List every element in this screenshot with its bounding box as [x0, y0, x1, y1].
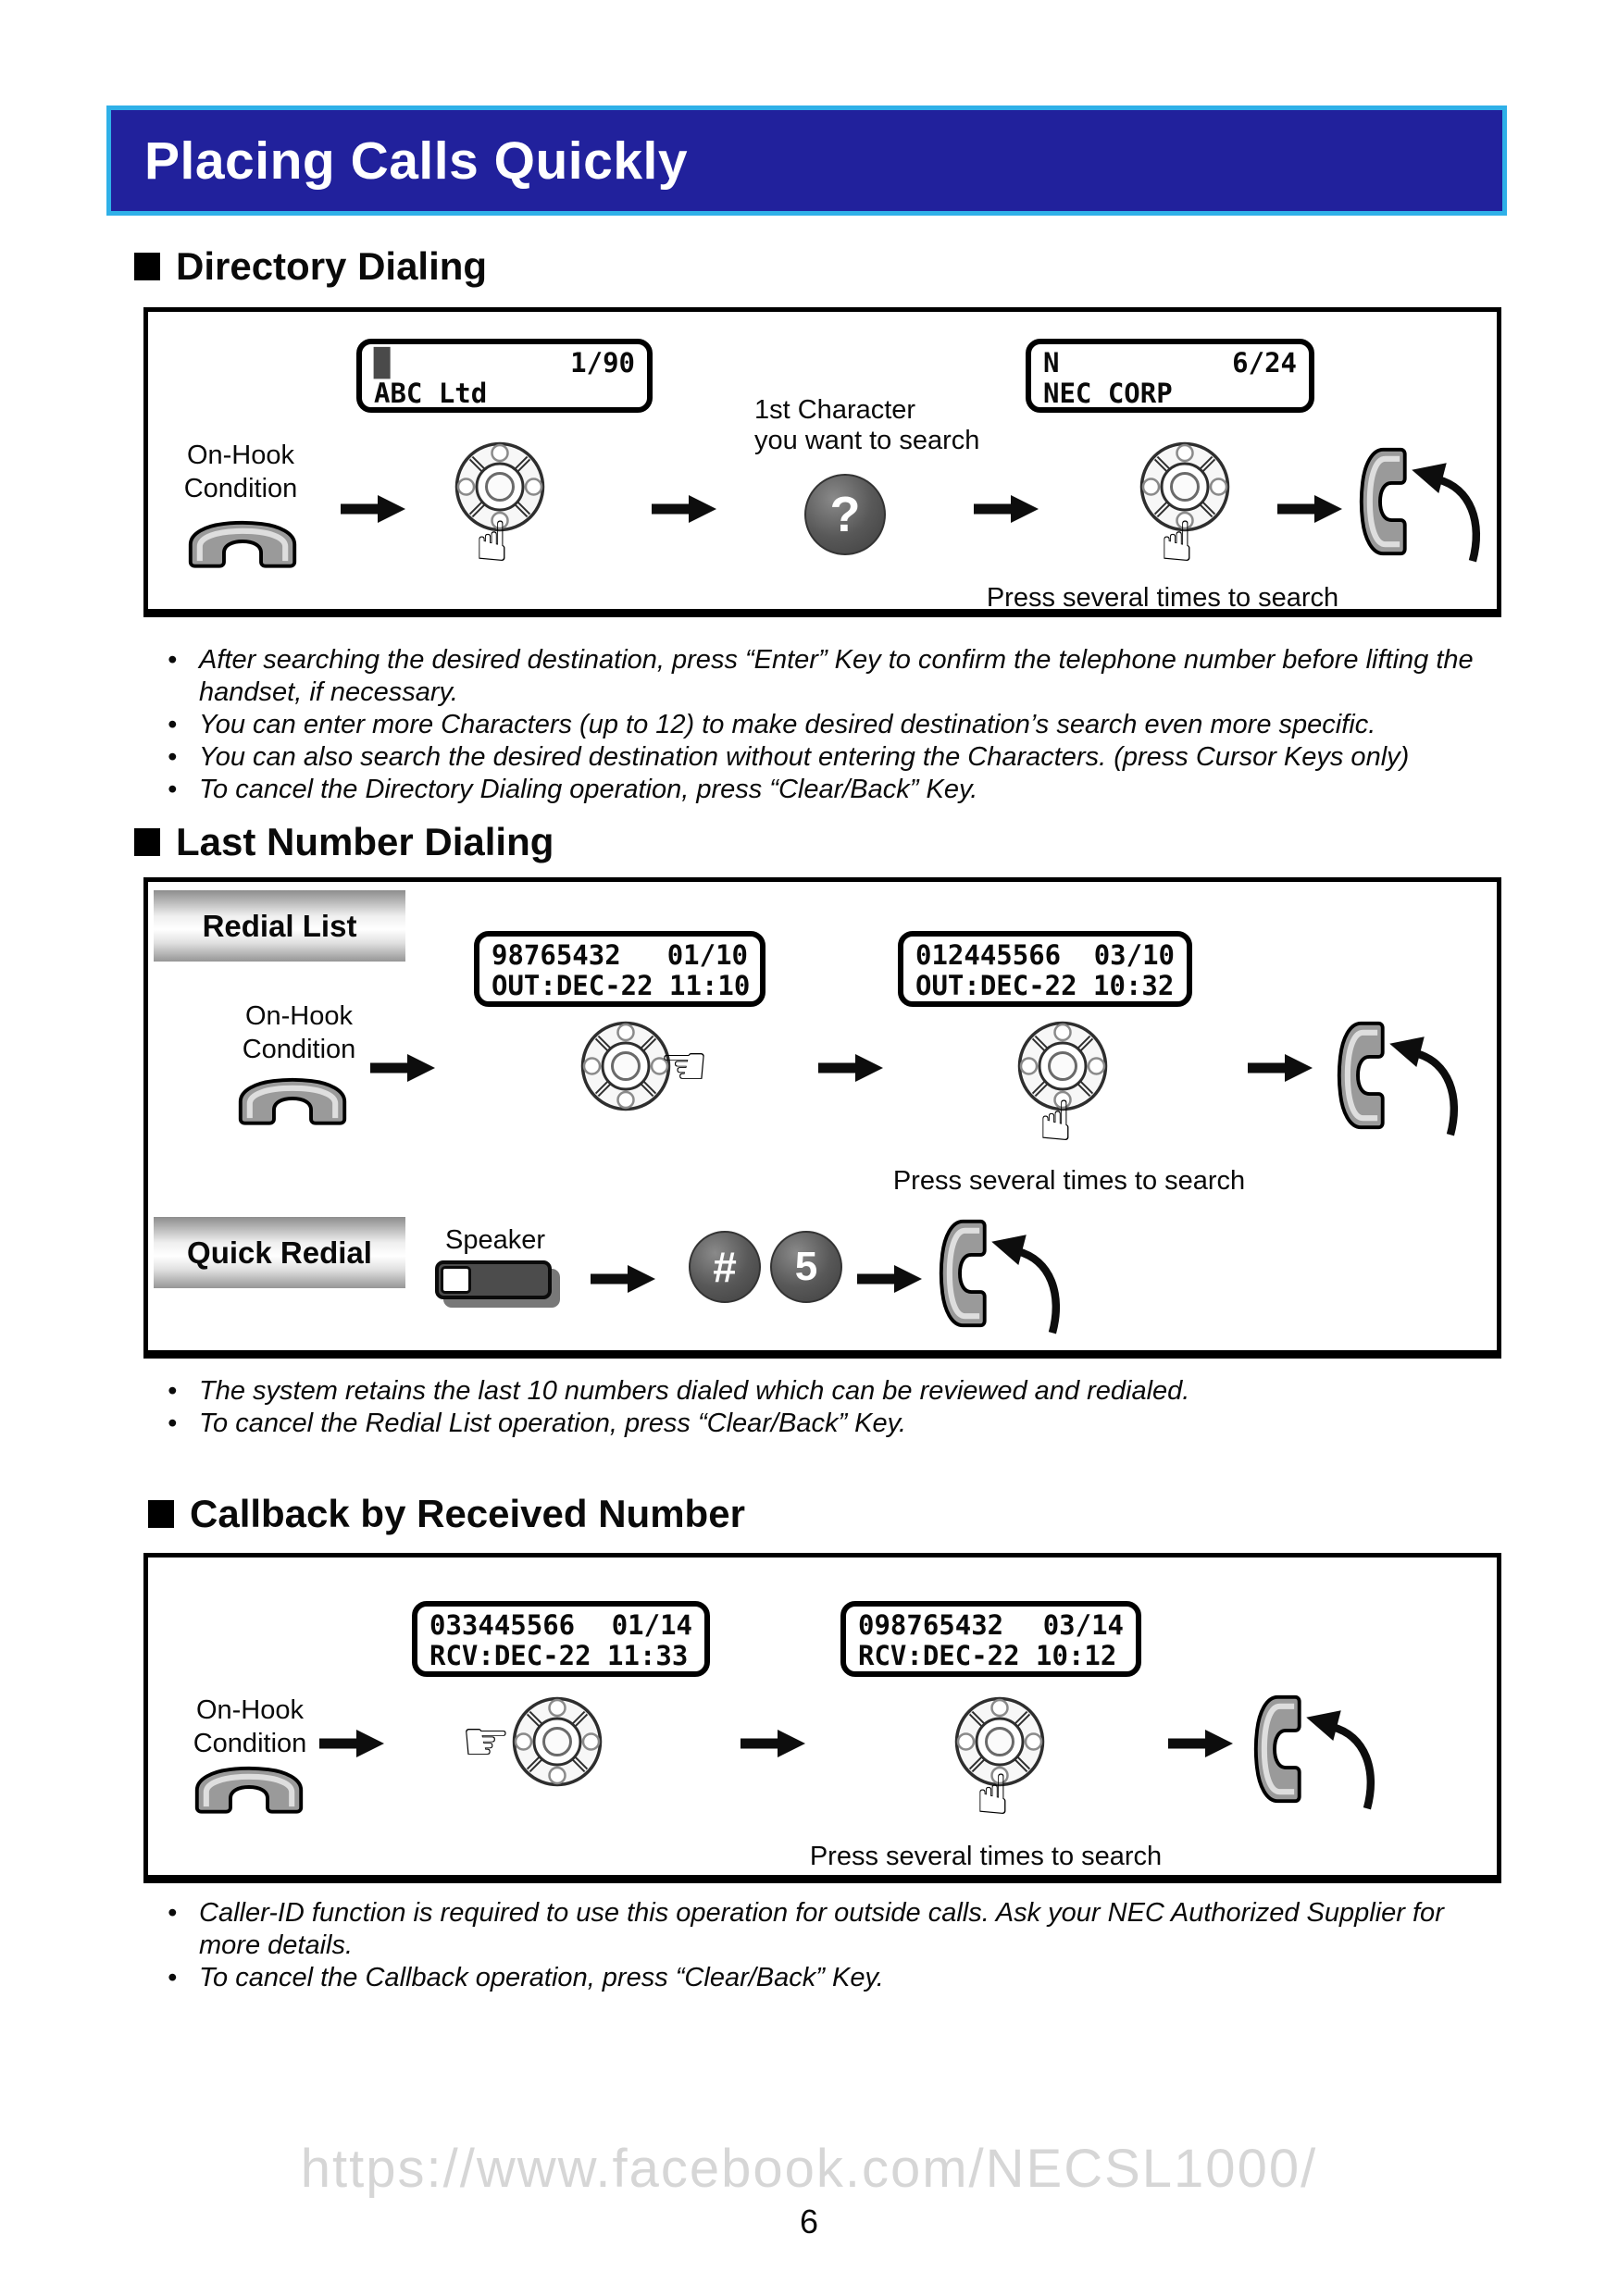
lift-arrow-icon: [1377, 1025, 1464, 1138]
bullet-list: •The system retains the last 10 numbers …: [165, 1375, 1516, 1440]
right-arrow-icon: [652, 492, 718, 526]
right-arrow-icon: [370, 1051, 437, 1085]
watermark: https://www.facebook.com/NECSL1000/: [300, 2139, 1318, 2199]
section-marker-icon: [134, 253, 160, 280]
bullet-list: •After searching the desired destination…: [165, 644, 1516, 806]
section-heading-callback: Callback by Received Number: [148, 1494, 745, 1534]
lcd-cursor: █: [374, 347, 391, 379]
hash-key: #: [689, 1231, 761, 1303]
page-number: 6: [799, 2203, 819, 2240]
right-arrow-icon: [341, 492, 407, 526]
handset-onhook-icon: [233, 1072, 352, 1125]
section-marker-icon: [148, 1500, 174, 1528]
pointing-hand-icon: ☝: [976, 1763, 1010, 1828]
redial-list-label: Redial List: [154, 890, 405, 962]
right-arrow-icon: [1168, 1727, 1235, 1760]
right-arrow-icon: [591, 1262, 657, 1296]
press-note: Press several times to search: [986, 583, 1339, 613]
bullet-item: •The system retains the last 10 numbers …: [168, 1376, 1190, 1406]
section-heading-last-number: Last Number Dialing: [134, 822, 554, 863]
bullet-item: •To cancel the Directory Dialing operati…: [168, 775, 978, 804]
handset-onhook-icon: [183, 515, 302, 568]
right-arrow-icon: [857, 1262, 924, 1296]
lcd-display: █1/90 ABC Ltd: [356, 339, 653, 413]
lift-arrow-icon: [979, 1223, 1066, 1336]
five-key: 5: [770, 1231, 842, 1303]
speaker-key-icon: [435, 1260, 552, 1299]
pointing-hand-icon: ☜: [659, 1034, 709, 1098]
press-note: Press several times to search: [809, 1842, 1163, 1871]
right-arrow-icon: [1277, 492, 1344, 526]
pointing-hand-icon: ☝: [475, 510, 509, 575]
right-arrow-icon: [741, 1727, 807, 1760]
pointing-hand-icon: ☞: [461, 1709, 511, 1774]
lift-arrow-icon: [1400, 452, 1487, 565]
on-hook-label: On-Hook Condition: [183, 441, 298, 503]
right-arrow-icon: [319, 1727, 386, 1760]
on-hook-label: On-Hook Condition: [193, 1695, 307, 1758]
section-marker-icon: [134, 828, 160, 856]
speaker-label: Speaker: [444, 1225, 545, 1255]
pointing-hand-icon: ☝: [1160, 510, 1194, 575]
lift-arrow-icon: [1294, 1699, 1381, 1812]
bullet-list: •Caller-ID function is required to use t…: [165, 1897, 1507, 1994]
cursor-pad-icon: [579, 1020, 672, 1112]
cursor-pad-icon: [511, 1695, 604, 1788]
page-title: Placing Calls Quickly: [144, 130, 689, 191]
right-arrow-icon: [974, 492, 1040, 526]
pointing-hand-icon: ☝: [1039, 1089, 1073, 1154]
bullet-item: •To cancel the Callback operation, press…: [168, 1963, 884, 1992]
quick-redial-label: Quick Redial: [154, 1217, 405, 1288]
press-note: Press several times to search: [892, 1166, 1246, 1196]
bullet-item: •After searching the desired destination…: [168, 645, 1474, 707]
first-char-note: 1st Character you want to search: [754, 395, 980, 455]
bullet-item: •You can also search the desired destina…: [168, 742, 1410, 772]
bullet-item: •Caller-ID function is required to use t…: [168, 1898, 1444, 1960]
handset-onhook-icon: [190, 1760, 308, 1814]
bullet-item: •You can enter more Characters (up to 12…: [168, 710, 1376, 739]
bullet-item: •To cancel the Redial List operation, pr…: [168, 1409, 907, 1438]
page-title-bar: Placing Calls Quickly: [106, 105, 1507, 216]
right-arrow-icon: [1248, 1051, 1314, 1085]
on-hook-label: On-Hook Condition: [242, 1001, 356, 1064]
question-key: ?: [804, 474, 886, 555]
right-arrow-icon: [818, 1051, 885, 1085]
section-heading-directory: Directory Dialing: [134, 246, 487, 287]
